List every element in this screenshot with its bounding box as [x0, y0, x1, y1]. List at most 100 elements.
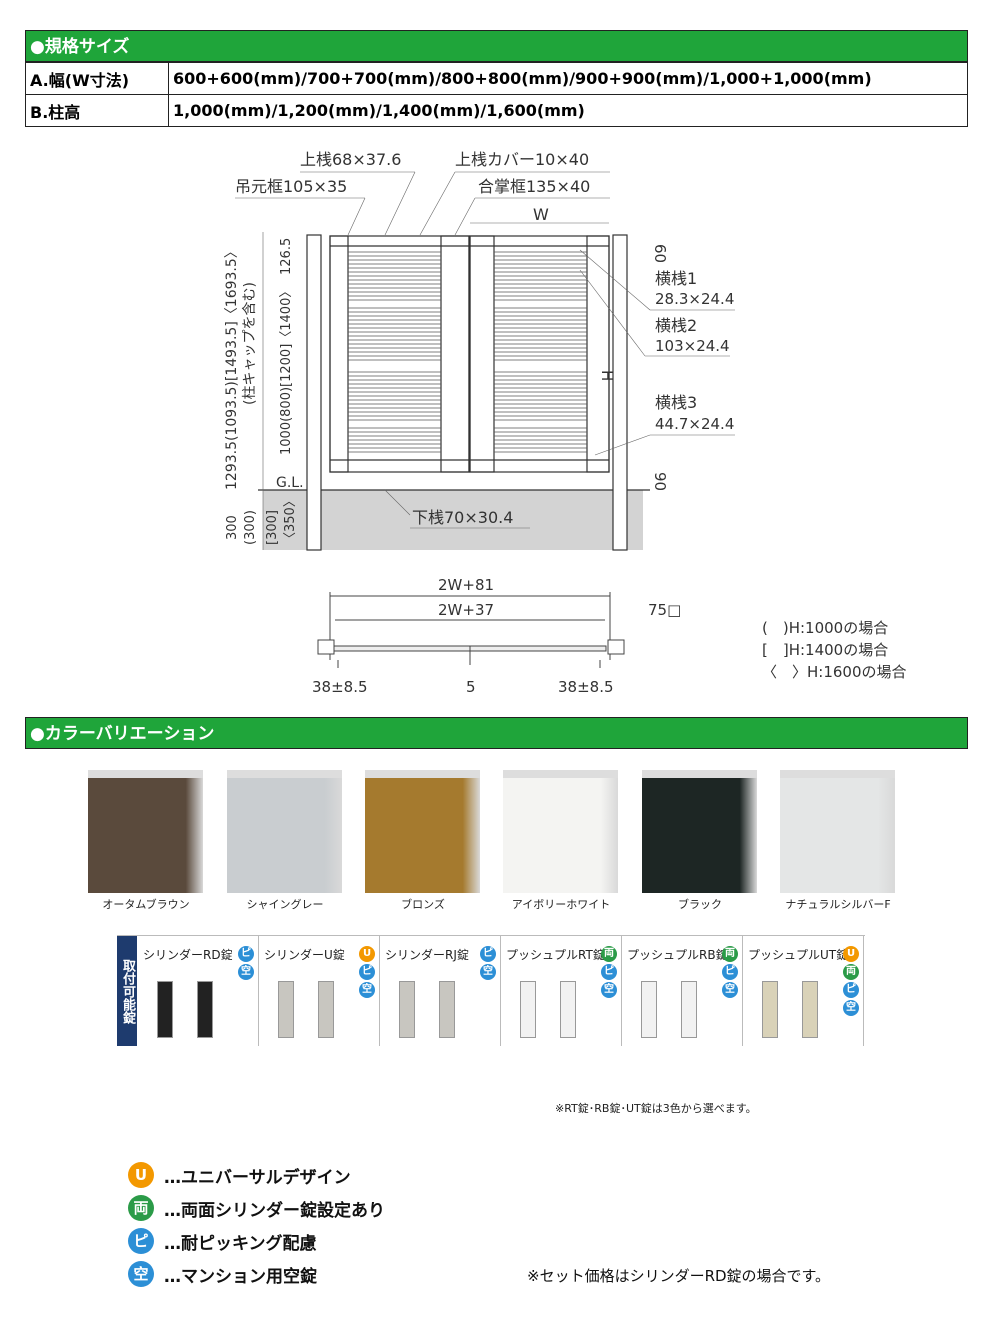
- lock-note: ※RT錠･RB錠･UT錠は3色から選べます。: [555, 1102, 757, 1115]
- badge-icon: U: [843, 946, 859, 962]
- badge-icon: ピ: [722, 964, 738, 980]
- lock-name: プッシュプルUT錠: [748, 948, 849, 962]
- lock-handle-icon: [157, 981, 173, 1038]
- spec-key: B.柱高: [25, 94, 169, 127]
- label-center-gap: 5: [466, 678, 476, 696]
- label-depth: (300): [243, 510, 258, 545]
- color-swatch[interactable]: [365, 770, 480, 893]
- legend-item: U …ユニバーサルデザイン: [128, 1162, 351, 1188]
- price-note: ※セット価格はシリンダーRD錠の場合です。: [527, 1267, 831, 1285]
- label-outer-width: 2W+81: [438, 576, 494, 594]
- spec-key: A.幅(W寸法): [25, 62, 169, 95]
- label-post-cap: (柱キャップを含む): [242, 282, 258, 405]
- spec-value: 1,000(mm)/1,200(mm)/1,400(mm)/1,600(mm): [168, 94, 968, 127]
- label-right-gap: 38±8.5: [558, 678, 614, 696]
- label-post-size: 75□: [648, 601, 681, 619]
- color-section-header: ●カラーバリエーション: [25, 717, 968, 749]
- badge-icon: 空: [843, 1000, 859, 1016]
- label-rail2: 横桟2: [655, 316, 697, 335]
- badge-icon: U: [359, 946, 375, 962]
- color-name: ナチュラルシルバーF: [785, 898, 891, 911]
- label-h: H: [598, 370, 616, 381]
- label-rail2-size: 103×24.4: [655, 337, 730, 355]
- label-top-rail-cover: 上桟カバー10×40: [455, 150, 589, 169]
- label-rail1-size: 28.3×24.4: [655, 290, 734, 308]
- badge-icon: 空: [480, 964, 496, 980]
- badge-icon: 両: [722, 946, 738, 962]
- gate-elevation-drawing: 上桟68×37.6 上桟カバー10×40 吊元框105×35 合掌框135×40…: [224, 150, 907, 696]
- label-60: 60: [651, 244, 669, 263]
- lock-name: シリンダーRJ錠: [385, 948, 469, 962]
- gate-plan-drawing: [317, 592, 625, 668]
- lock-item[interactable]: シリンダーRJ錠ピ空: [379, 936, 501, 1046]
- label-meeting-frame: 合掌框135×40: [478, 177, 590, 196]
- badge-icon: 両: [128, 1195, 154, 1221]
- color-swatch[interactable]: [780, 770, 895, 893]
- label-126: 126.5: [279, 238, 294, 275]
- legend-text: …両面シリンダー錠設定あり: [164, 1200, 385, 1221]
- lock-handle-icon: [278, 981, 294, 1038]
- badge-icon: 空: [238, 964, 254, 980]
- lock-item[interactable]: プッシュプルRB錠両ピ空: [621, 936, 743, 1046]
- legend-item: ピ …耐ピッキング配慮: [128, 1228, 317, 1254]
- badge-icon: ピ: [238, 946, 254, 962]
- label-w: W: [533, 205, 549, 224]
- lock-name: シリンダーU錠: [264, 948, 345, 962]
- color-swatch[interactable]: [503, 770, 618, 893]
- color-swatch[interactable]: [227, 770, 342, 893]
- lock-name: シリンダーRD錠: [143, 948, 233, 962]
- color-name: シャイングレー: [246, 898, 324, 911]
- label-rail1: 横桟1: [655, 269, 697, 288]
- lock-handle-icon: [560, 981, 576, 1038]
- label-top-rail: 上桟68×37.6: [300, 150, 401, 169]
- lock-name: プッシュプルRT錠: [506, 948, 605, 962]
- badge-icon: ピ: [359, 964, 375, 980]
- lock-handle-icon: [318, 981, 334, 1038]
- legend-item: 空 …マンション用空錠: [128, 1261, 317, 1287]
- color-name: アイボリーホワイト: [511, 898, 611, 911]
- badge-icon: ピ: [843, 982, 859, 998]
- label-depth: [300]: [265, 510, 280, 545]
- color-swatch[interactable]: [642, 770, 757, 893]
- badge-icon: ピ: [128, 1228, 154, 1254]
- legend-item: 両 …両面シリンダー錠設定あり: [128, 1195, 385, 1221]
- badge-icon: 両: [843, 964, 859, 980]
- badge-icon: ピ: [480, 946, 496, 962]
- label-depth: 300: [225, 515, 240, 540]
- legend-text: …マンション用空錠: [164, 1266, 317, 1287]
- lock-handle-icon: [681, 981, 697, 1038]
- badge-icon: 両: [601, 946, 617, 962]
- badge-icon: 空: [722, 982, 738, 998]
- label-left-gap: 38±8.5: [312, 678, 368, 696]
- lock-name: プッシュプルRB錠: [627, 948, 728, 962]
- badge-icon: 空: [128, 1261, 154, 1287]
- badge-icon: U: [128, 1162, 154, 1188]
- lock-handle-icon: [802, 981, 818, 1038]
- color-name: ブラック: [678, 898, 722, 911]
- lock-handle-icon: [520, 981, 536, 1038]
- legend-text: …ユニバーサルデザイン: [164, 1167, 351, 1188]
- label-gl: G.L.: [276, 475, 304, 491]
- spec-table: A.幅(W寸法)600+600(mm)/700+700(mm)/800+800(…: [25, 62, 968, 127]
- badge-icon: 空: [359, 982, 375, 998]
- label-inner-width: 2W+37: [438, 601, 494, 619]
- label-depth: 〈350〉: [283, 494, 298, 545]
- lock-item[interactable]: シリンダーRD錠ピ空: [137, 936, 259, 1046]
- lock-handle-icon: [439, 981, 455, 1038]
- badge-icon: 空: [601, 982, 617, 998]
- color-name: オータムブラウン: [102, 898, 190, 911]
- label-hinge-frame: 吊元框105×35: [235, 177, 347, 196]
- spec-section-header: ●規格サイズ: [25, 30, 968, 62]
- color-name: ブロンズ: [401, 898, 445, 911]
- lock-handle-icon: [641, 981, 657, 1038]
- note-h1000: ( )H:1000の場合: [762, 619, 888, 637]
- legend-text: …耐ピッキング配慮: [164, 1233, 317, 1254]
- color-swatch[interactable]: [88, 770, 203, 893]
- note-h1400: [ ]H:1400の場合: [762, 641, 888, 659]
- lock-item[interactable]: プッシュプルRT錠両ピ空: [500, 936, 622, 1046]
